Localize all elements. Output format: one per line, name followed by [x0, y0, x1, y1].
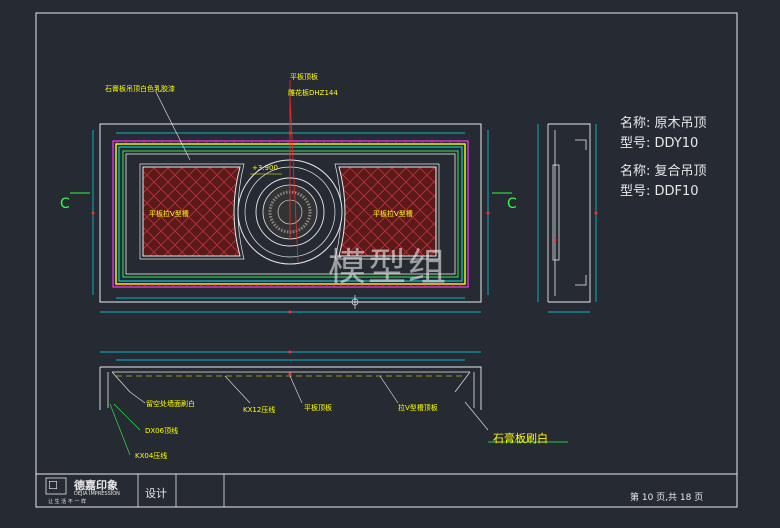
company-logo-icon: ☐	[48, 479, 58, 492]
label-v-groove-board: 拉V型槽顶板	[398, 404, 438, 412]
section-marker-right: C	[507, 196, 517, 212]
section-marker-left: C	[60, 196, 70, 212]
watermark: 模型组	[328, 245, 449, 289]
label-kx12: KX12压线	[243, 406, 276, 414]
elevation-view	[99, 350, 568, 456]
product-name-2: 名称: 复合吊顶	[620, 164, 707, 179]
label-kx04: KX04压线	[135, 452, 168, 460]
drawing-frame	[35, 12, 738, 508]
label-carved-board: 雕花板DHZ144	[288, 89, 338, 97]
design-label: 设计	[145, 487, 167, 500]
label-v-groove-left: 平板拉V型槽	[149, 210, 189, 218]
product-name-1: 名称: 原木吊顶	[620, 116, 707, 131]
label-flat-board-top: 平板顶板	[290, 73, 318, 81]
page-indicator: 第 10 页,共 18 页	[630, 493, 704, 503]
company-slogan: 让 生 活 不 一 样	[48, 499, 86, 505]
label-dx06: DX06顶线	[145, 427, 179, 435]
company-name-en: DEJIA IMPRESSION	[74, 491, 120, 497]
label-elevation: +3.900	[252, 164, 278, 172]
plan-view	[70, 80, 512, 314]
product-model-2: 型号: DDF10	[620, 184, 699, 199]
product-model-1: 型号: DDY10	[620, 136, 699, 151]
label-gypsum-white: 石膏板刷白	[493, 432, 548, 445]
title-block	[36, 473, 737, 507]
company-name-cn: 德嘉印象	[74, 479, 118, 492]
label-reserved-wall: 留空处墙面刷白	[146, 400, 195, 408]
side-section-view	[537, 123, 598, 313]
label-v-groove-right: 平板拉V型槽	[373, 210, 413, 218]
label-flat-board-section: 平板顶板	[304, 404, 332, 412]
label-ceiling-paint: 石膏板吊顶白色乳胶漆	[105, 85, 175, 93]
